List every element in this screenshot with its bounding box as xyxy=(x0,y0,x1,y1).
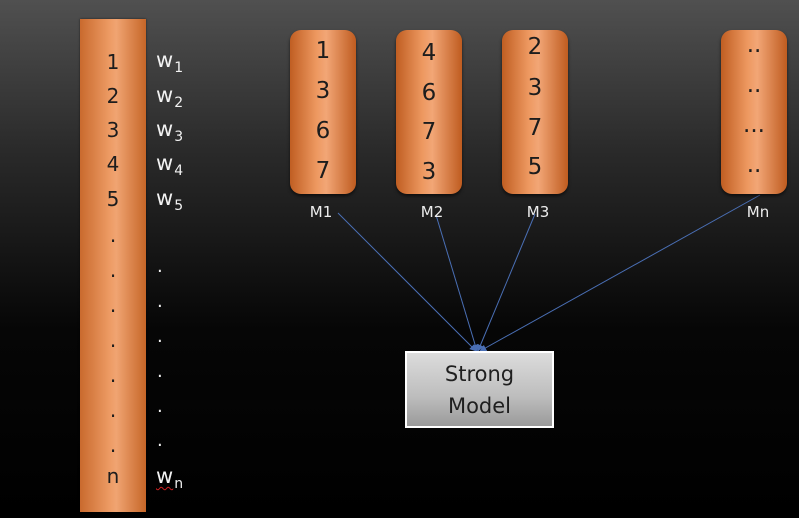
weight-label: w2 xyxy=(156,83,184,111)
model-label-m2: M2 xyxy=(420,203,444,221)
model-value: .. xyxy=(746,152,762,178)
model-label-m1: M1 xyxy=(309,203,333,221)
strong-model-line1: Strong xyxy=(444,361,515,386)
sample-item: . xyxy=(109,328,117,352)
sample-column: 1 2 3 4 5 . . . . . . . n xyxy=(80,19,146,512)
model-box-m1: 1 3 6 7 xyxy=(290,30,356,194)
model-value: 3 xyxy=(527,75,543,101)
model-value: 1 xyxy=(315,38,331,64)
model-box-mn: .. .. ... .. xyxy=(721,30,787,194)
sample-item: . xyxy=(109,293,117,317)
model-value: 7 xyxy=(315,158,331,184)
model-value: 4 xyxy=(421,40,437,66)
strong-model-line2: Model xyxy=(447,393,512,418)
sample-item: 1 xyxy=(106,50,120,74)
model-box-m3: 2 3 7 5 xyxy=(502,30,568,194)
weight-label-n: wn xyxy=(156,464,184,492)
weight-dot: . xyxy=(157,326,163,347)
weight-label: w1 xyxy=(156,48,184,76)
sample-item: . xyxy=(109,363,117,387)
sample-item: 4 xyxy=(106,152,120,176)
arrow-m1 xyxy=(337,212,477,352)
weight-label: w3 xyxy=(156,117,184,145)
sample-item: 3 xyxy=(106,118,120,142)
model-value: .. xyxy=(746,32,762,58)
model-value: 3 xyxy=(421,159,437,185)
sample-item: . xyxy=(109,258,117,282)
model-value: 7 xyxy=(527,115,543,141)
arrow-mn xyxy=(479,194,761,352)
weight-dot: . xyxy=(157,396,163,417)
sample-item: . xyxy=(109,223,117,247)
model-value: 6 xyxy=(315,118,331,144)
model-value: .. xyxy=(746,72,762,98)
sample-item: n xyxy=(106,464,120,488)
sample-item: . xyxy=(109,433,117,457)
weight-dot: . xyxy=(157,361,163,382)
weight-label: w5 xyxy=(156,186,184,214)
model-value: 6 xyxy=(421,80,437,106)
model-label-mn: Mn xyxy=(746,203,770,221)
strong-model-box: Strong Model xyxy=(405,351,554,428)
model-box-m2: 4 6 7 3 xyxy=(396,30,462,194)
weight-dot: . xyxy=(157,291,163,312)
weight-dot: . xyxy=(157,430,163,451)
weight-dot: . xyxy=(157,256,163,277)
sample-item: 5 xyxy=(106,187,120,211)
model-value: 3 xyxy=(315,78,331,104)
model-value: ... xyxy=(743,112,765,138)
arrow-m3 xyxy=(477,213,536,352)
model-value: 7 xyxy=(421,119,437,145)
model-value: 2 xyxy=(527,34,543,60)
model-value: 5 xyxy=(527,154,543,180)
sample-item: 2 xyxy=(106,84,120,108)
arrow-m2 xyxy=(435,214,479,352)
model-label-m3: M3 xyxy=(526,203,550,221)
weight-label: w4 xyxy=(156,151,184,179)
sample-item: . xyxy=(109,398,117,422)
